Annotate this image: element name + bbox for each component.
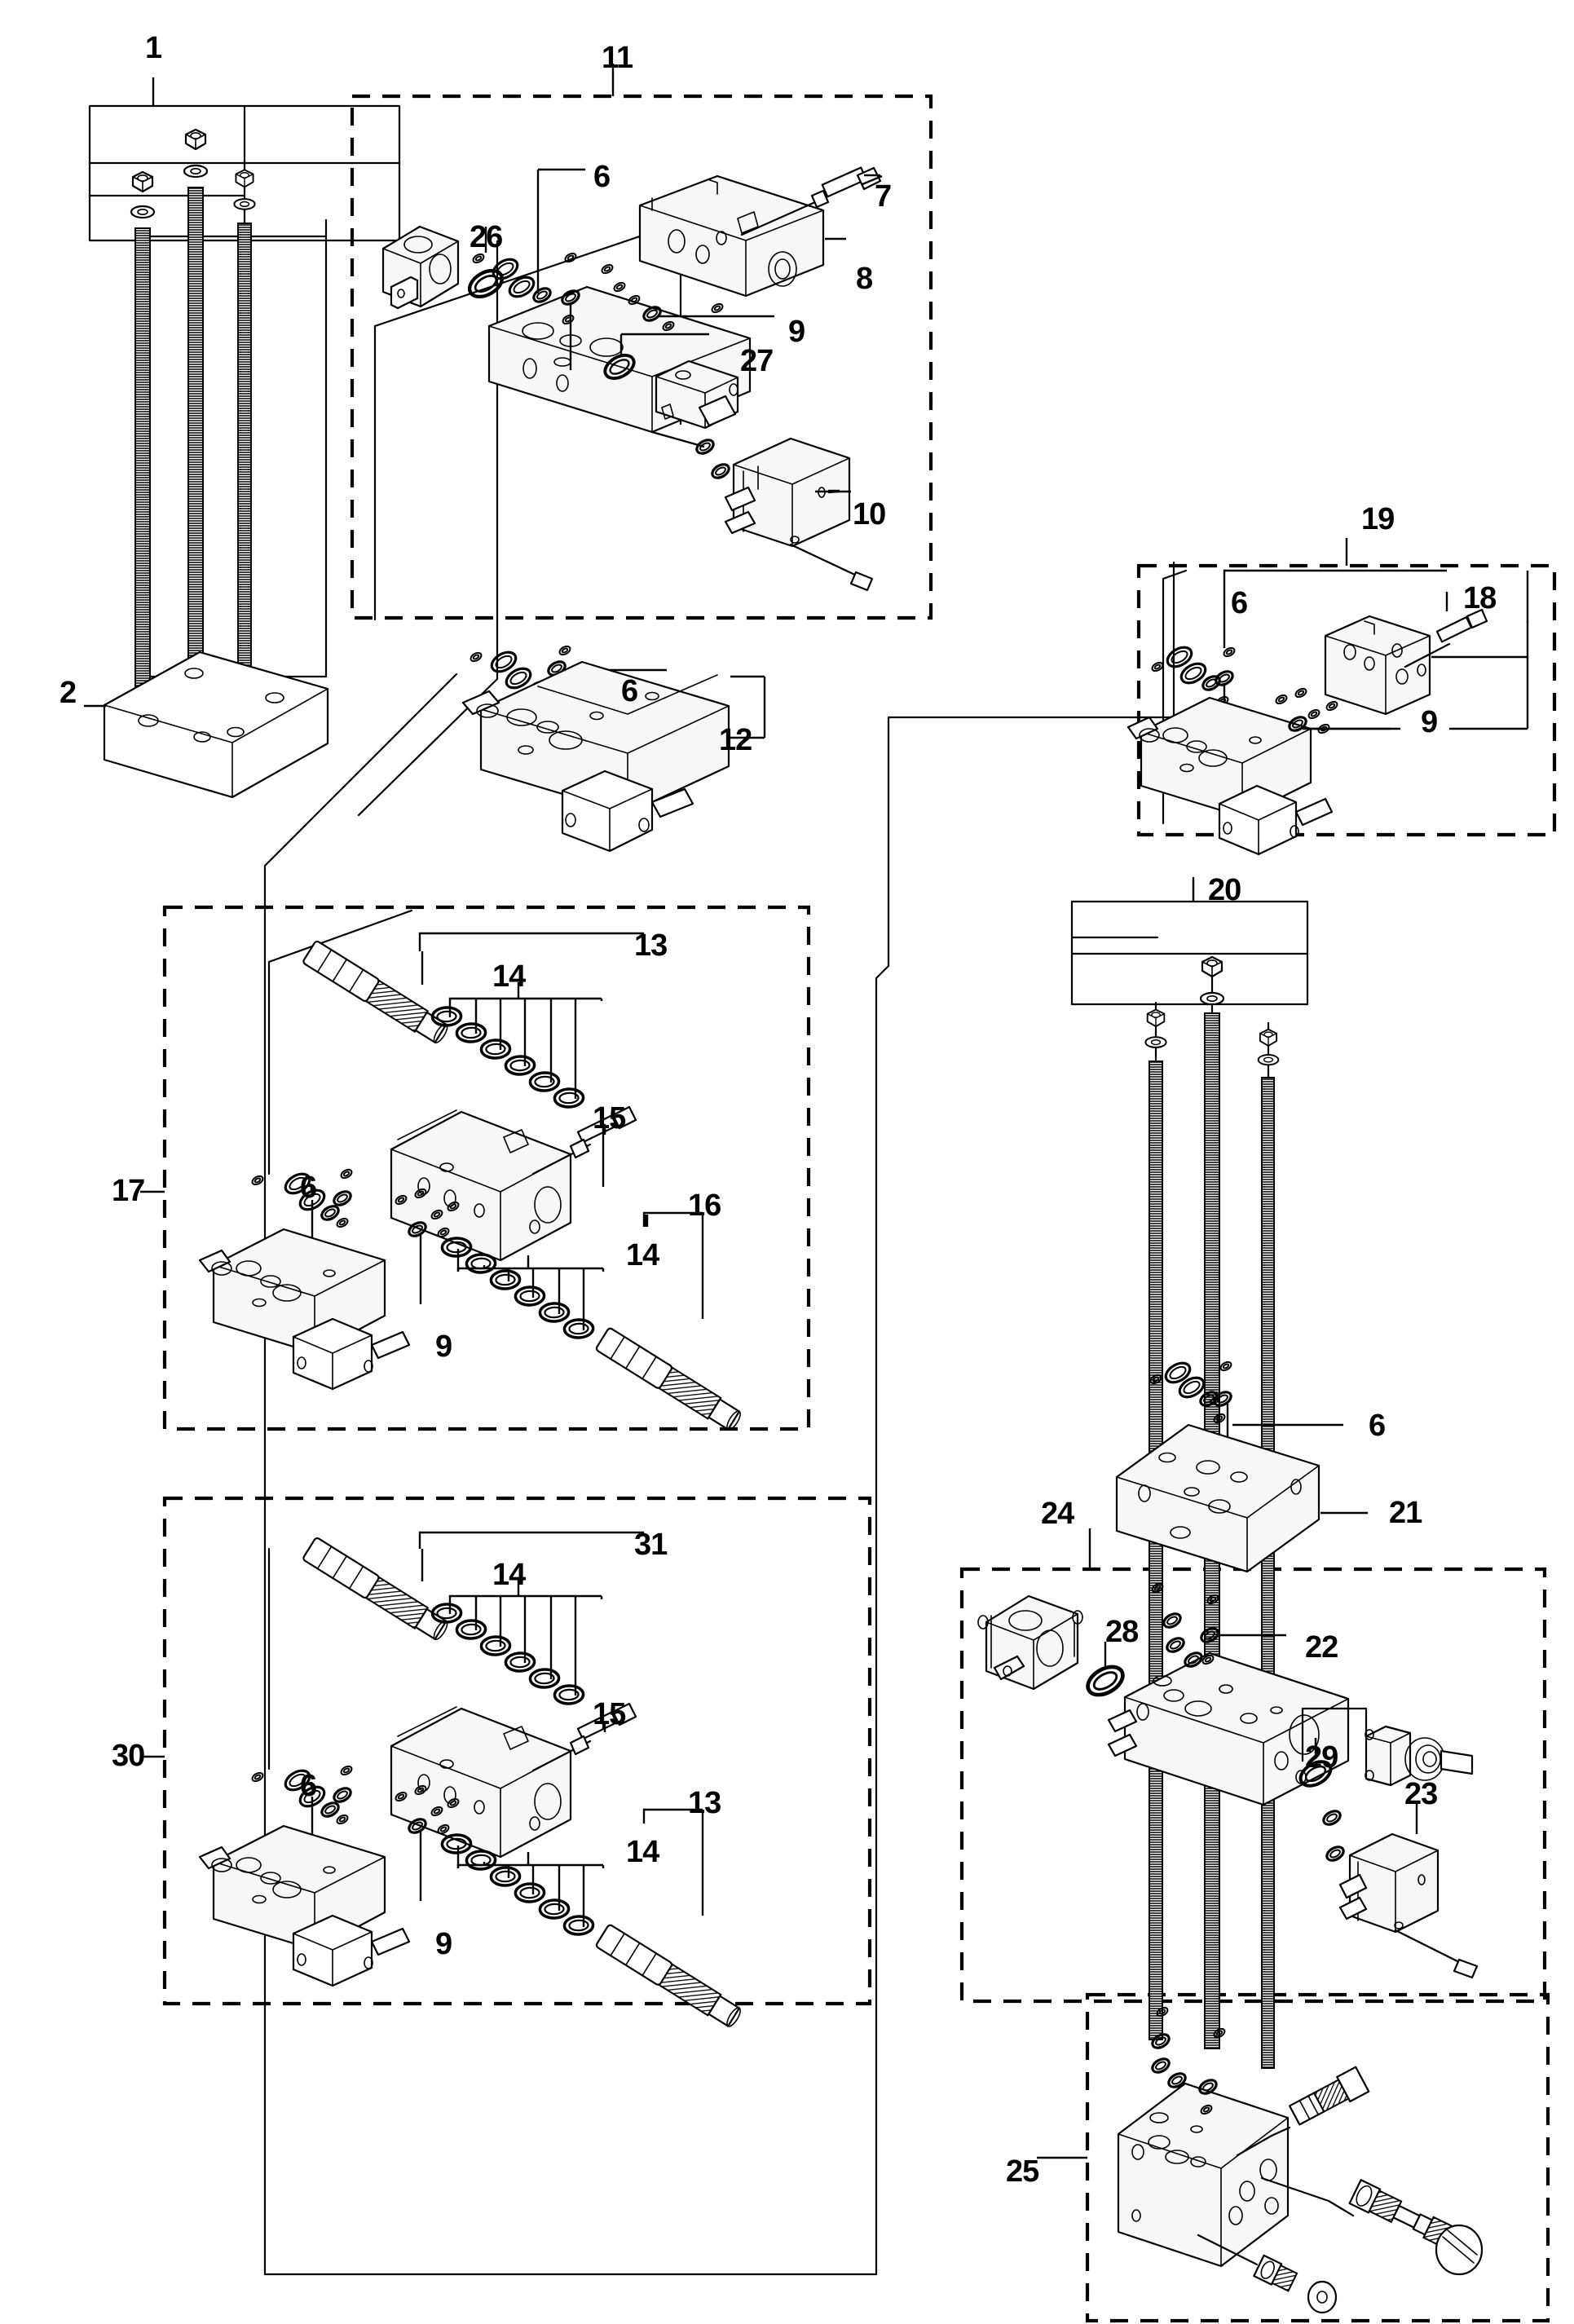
group-24-pressure-section	[977, 1528, 1479, 1979]
callout-11: 11	[602, 41, 633, 75]
callout-18: 18	[1463, 581, 1497, 615]
callout-6-d: 6	[1369, 1409, 1386, 1443]
adjuster-assembly-25	[1260, 2176, 1484, 2276]
cartridge-31-upper	[302, 1531, 644, 1718]
callout-20: 20	[1208, 873, 1241, 907]
callout-15-a: 15	[593, 1101, 626, 1136]
group-30-work-section	[140, 1531, 741, 2027]
callout-1: 1	[145, 31, 162, 65]
part-2-end-plate	[84, 650, 329, 799]
callout-30: 30	[112, 1739, 145, 1773]
callout-8: 8	[856, 262, 873, 296]
part-23-solenoid	[1338, 1803, 1479, 1979]
callout-17: 17	[112, 1174, 145, 1208]
part-8-valve-body	[638, 174, 846, 298]
group-17-work-section	[140, 909, 741, 1431]
callout-14-a: 14	[492, 959, 526, 994]
part-10-solenoid	[724, 437, 874, 592]
callout-27: 27	[740, 344, 774, 378]
work-valve-block-30	[198, 1824, 411, 1987]
cover-plate-18	[1324, 571, 1529, 716]
plug-25	[1197, 2234, 1338, 2314]
callout-6-b: 6	[621, 674, 638, 708]
cartridge-16-lower	[433, 1211, 741, 1431]
callout-10: 10	[853, 497, 886, 531]
work-section-housing-17	[390, 1109, 572, 1262]
pressure-manifold-block	[1107, 1651, 1350, 1806]
callout-12: 12	[719, 723, 752, 757]
callout-6-a: 6	[593, 160, 611, 194]
callout-6-c: 6	[300, 1171, 317, 1205]
washer-9-group30	[393, 1783, 461, 1901]
cartridge-13-upper	[302, 932, 644, 1121]
callout-14-c: 14	[492, 1558, 526, 1592]
part-27-oring	[599, 333, 739, 430]
cartridge-13-lower	[433, 1808, 741, 2027]
end-block-25	[1117, 2082, 1290, 2268]
coupling-flange-24	[977, 1594, 1083, 1691]
callout-13-a: 13	[634, 928, 668, 963]
part-26-coupling	[381, 225, 506, 310]
callout-28: 28	[1105, 1615, 1139, 1649]
callout-9-a: 9	[788, 315, 805, 349]
part-7-socket-bolt	[740, 166, 883, 236]
callout-29: 29	[1305, 1740, 1338, 1775]
valve-block-12	[461, 660, 766, 853]
washer-9-group17	[393, 1186, 461, 1304]
callout-15-b: 15	[593, 1697, 626, 1731]
section-12	[461, 643, 766, 853]
callout-6-f: 6	[300, 1769, 317, 1803]
seal-kit-6-group11	[470, 168, 585, 370]
part-21-manifold-block	[1115, 1357, 1368, 1573]
callout-16: 16	[688, 1188, 721, 1223]
part-15-bolt-17	[531, 1105, 637, 1187]
callout-14-b: 14	[626, 1238, 659, 1272]
callout-14-d: 14	[626, 1835, 659, 1869]
group-19-outlet-section	[1126, 538, 1529, 856]
relief-cartridge-25	[1236, 2066, 1370, 2157]
callout-31: 31	[634, 1528, 668, 1562]
callout-7: 7	[875, 179, 892, 214]
callout-9-d: 9	[435, 1927, 452, 1961]
group-25-end-section	[1037, 2004, 1484, 2314]
callout-26: 26	[470, 220, 503, 254]
callout-6-e: 6	[1231, 586, 1248, 620]
seal-kit-22	[1149, 1581, 1286, 1671]
callout-19: 19	[1361, 502, 1395, 536]
washer-9-group19	[1273, 657, 1529, 736]
rotary-unit-24	[1301, 1707, 1474, 1787]
callout-25: 25	[1006, 2154, 1039, 2189]
callout-21: 21	[1389, 1496, 1422, 1530]
washer-9-group11	[599, 262, 774, 333]
callout-13-b: 13	[688, 1786, 721, 1820]
group-11-inlet-section	[373, 64, 883, 621]
callout-2: 2	[60, 676, 77, 710]
callout-24: 24	[1041, 1497, 1074, 1531]
callout-9-c: 9	[1421, 705, 1438, 739]
outlet-valve-block-19	[1126, 696, 1334, 856]
work-valve-block-17	[198, 1228, 411, 1391]
callout-23: 23	[1404, 1777, 1438, 1811]
callout-22: 22	[1305, 1630, 1338, 1665]
part-15-bolt-30	[531, 1702, 637, 1772]
work-section-housing-30	[390, 1706, 572, 1859]
callout-9-b: 9	[435, 1330, 452, 1364]
